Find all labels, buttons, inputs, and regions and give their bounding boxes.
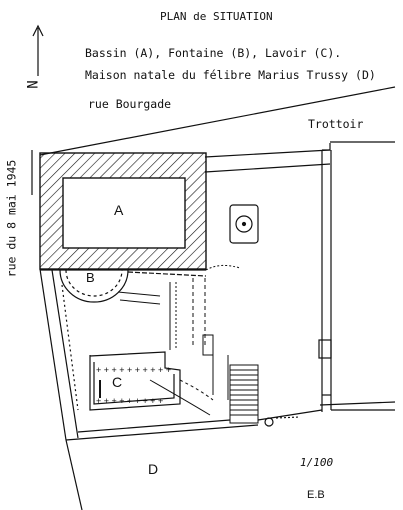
svg-text:+ + + + + + + + +: + + + + + + + + + <box>96 396 163 406</box>
house-d <box>65 439 83 510</box>
label-a: A <box>114 202 124 218</box>
plan-title: PLAN de SITUATION <box>160 10 273 23</box>
interior-structures <box>117 264 241 416</box>
label-b: B <box>86 270 95 285</box>
fountain-icon <box>229 204 259 244</box>
fountain-b <box>40 269 207 303</box>
west-boundary-wall <box>39 268 79 441</box>
lavoir-c: + + + + + + + + + + + + + + + + + + + <box>89 351 181 411</box>
legend-line-2: Maison natale du félibre Marius Trussy (… <box>85 68 376 82</box>
label-c: C <box>112 374 122 390</box>
staircase <box>229 364 259 424</box>
label-d: D <box>148 461 158 477</box>
south-boundary-wall <box>65 409 323 441</box>
legend-line-1: Bassin (A), Fontaine (B), Lavoir (C). <box>85 46 342 60</box>
street-label-top: rue Bourgade <box>88 97 172 111</box>
basin-a <box>39 152 207 270</box>
north-label: N <box>25 80 42 89</box>
east-boundary-wall <box>318 150 396 412</box>
author-initials: E.B <box>307 489 325 501</box>
street-label-side: rue du 8 mai 1945 <box>4 159 19 278</box>
north-arrow-icon <box>32 24 44 76</box>
street-edge-lines <box>31 86 396 195</box>
sidewalk-label: Trottoir <box>308 117 364 131</box>
scale-label: 1/100 <box>300 456 334 469</box>
svg-text:+ + + + + + + + + +: + + + + + + + + + + <box>96 365 171 375</box>
